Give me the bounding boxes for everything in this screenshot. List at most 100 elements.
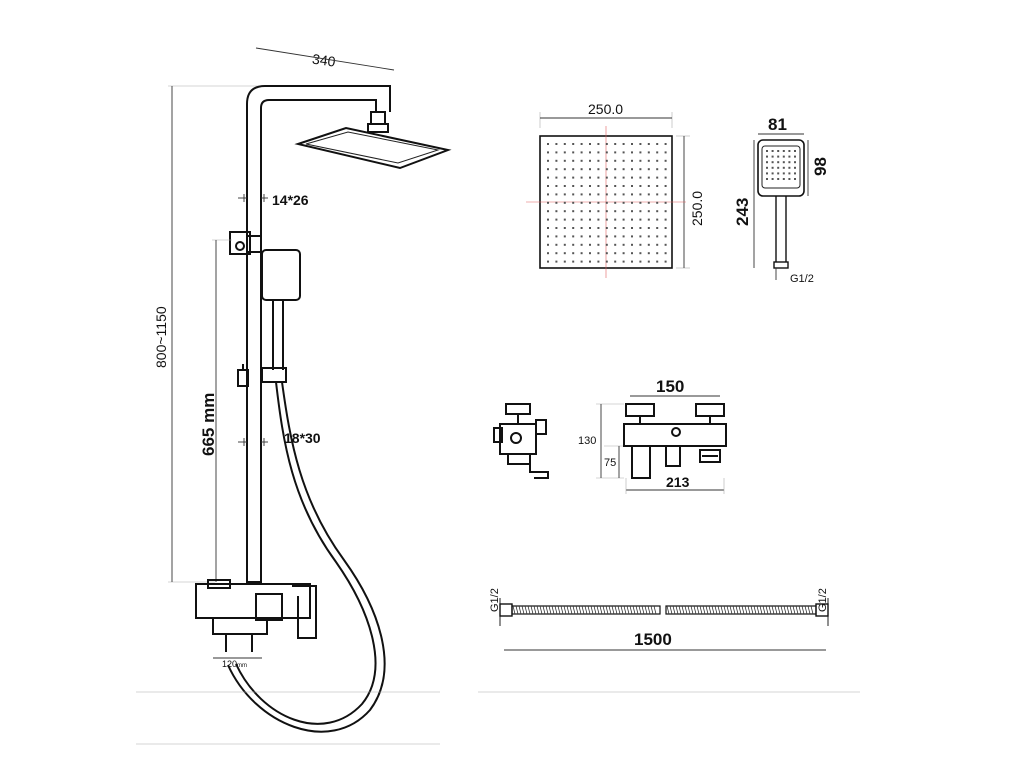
rain-nozzle — [572, 176, 575, 179]
hose-coil — [714, 605, 718, 615]
rain-nozzle — [597, 218, 600, 221]
bar-length-label: 665 mm — [199, 393, 218, 456]
hose-coil — [590, 605, 594, 615]
rain-nozzle — [572, 218, 575, 221]
hose-coil — [596, 605, 600, 615]
rain-nozzle — [547, 235, 549, 238]
rain-nozzle — [656, 176, 659, 179]
hose-coil — [557, 605, 561, 615]
hose-coil — [635, 605, 639, 615]
rain-nozzle — [664, 201, 667, 204]
hand-width-label: 81 — [768, 115, 787, 134]
rain-nozzle — [614, 243, 617, 246]
rain-nozzle — [555, 168, 558, 171]
rain-nozzle — [572, 193, 575, 196]
rain-nozzle — [614, 176, 617, 179]
rain-nozzle — [656, 185, 659, 187]
rain-nozzle — [605, 176, 608, 179]
rain-nozzle — [555, 227, 558, 229]
hose-coil — [681, 605, 685, 615]
rain-nozzle — [580, 193, 583, 196]
hand-nozzle — [794, 161, 796, 164]
rain-nozzle — [639, 252, 642, 255]
rain-nozzle — [589, 151, 591, 154]
rain-nozzle — [664, 143, 667, 145]
hose-coil — [605, 605, 609, 615]
rain-nozzle — [597, 243, 600, 246]
rain-nozzle — [563, 260, 566, 263]
rain-nozzle — [631, 218, 633, 221]
rain-nozzle — [597, 235, 600, 238]
rain-nozzle — [589, 235, 591, 238]
hand-nozzle — [771, 150, 774, 152]
mixer-side-view — [493, 403, 549, 479]
hose-coil — [708, 605, 712, 615]
hose-coil — [768, 605, 772, 615]
hand-nozzle — [777, 155, 780, 158]
rain-nozzle — [664, 193, 667, 196]
rain-nozzle — [622, 252, 625, 255]
rain-nozzle — [572, 143, 575, 145]
rain-nozzle — [639, 185, 642, 187]
rain-nozzle — [597, 143, 600, 145]
rain-nozzle — [639, 201, 642, 204]
hose-coil — [542, 605, 546, 615]
rain-nozzle — [589, 201, 591, 204]
hose-coil — [578, 605, 582, 615]
hose-coil — [524, 605, 528, 615]
hose-coil — [744, 605, 748, 615]
hose-coil — [572, 605, 576, 615]
rain-nozzle — [614, 168, 617, 171]
rain-nozzle — [547, 243, 549, 246]
hose-coil — [515, 605, 519, 615]
rain-nozzle — [555, 193, 558, 196]
rain-nozzle — [647, 260, 650, 263]
hose-coil — [804, 605, 808, 615]
rain-nozzle — [631, 143, 633, 145]
hand-nozzle — [788, 178, 791, 180]
rain-nozzle — [547, 168, 549, 171]
rain-nozzle — [639, 210, 642, 213]
rain-nozzle — [664, 252, 667, 255]
hand-nozzle — [794, 155, 796, 158]
rain-nozzle — [580, 185, 583, 187]
rain-nozzle — [580, 159, 583, 162]
hand-nozzle — [788, 172, 791, 175]
rain-nozzle — [580, 243, 583, 246]
rain-nozzle — [664, 210, 667, 213]
rain-nozzle — [605, 193, 608, 196]
rain-nozzle — [589, 193, 591, 196]
hose-coil — [518, 605, 522, 615]
hose-coil — [723, 605, 727, 615]
rain-nozzle — [631, 193, 633, 196]
hand-nozzle — [782, 161, 785, 164]
rain-nozzle — [614, 185, 617, 187]
head-width-label: 250.0 — [588, 101, 623, 117]
rain-nozzle — [622, 227, 625, 229]
hose-coil — [608, 605, 612, 615]
hand-nozzle — [777, 172, 780, 175]
rain-nozzle — [614, 218, 617, 221]
hose-coil — [789, 605, 793, 615]
hand-nozzle — [766, 166, 768, 169]
rain-nozzle — [656, 210, 659, 213]
rain-nozzle — [580, 201, 583, 204]
hose-coil — [738, 605, 742, 615]
rain-nozzle — [656, 143, 659, 145]
rain-nozzle — [563, 168, 566, 171]
rain-nozzle — [664, 235, 667, 238]
head-height-label: 250.0 — [689, 191, 705, 226]
rain-nozzle — [647, 210, 650, 213]
rain-nozzle — [572, 227, 575, 229]
rain-nozzle — [555, 210, 558, 213]
rain-nozzle — [547, 252, 549, 255]
hand-nozzle — [782, 178, 785, 180]
hose-coil — [777, 605, 781, 615]
rain-nozzle — [605, 168, 608, 171]
hose-coil — [599, 605, 603, 615]
rain-nozzle — [647, 185, 650, 187]
rain-nozzle — [639, 193, 642, 196]
rain-nozzle — [647, 252, 650, 255]
hose-coil — [587, 605, 591, 615]
rain-nozzle — [555, 185, 558, 187]
